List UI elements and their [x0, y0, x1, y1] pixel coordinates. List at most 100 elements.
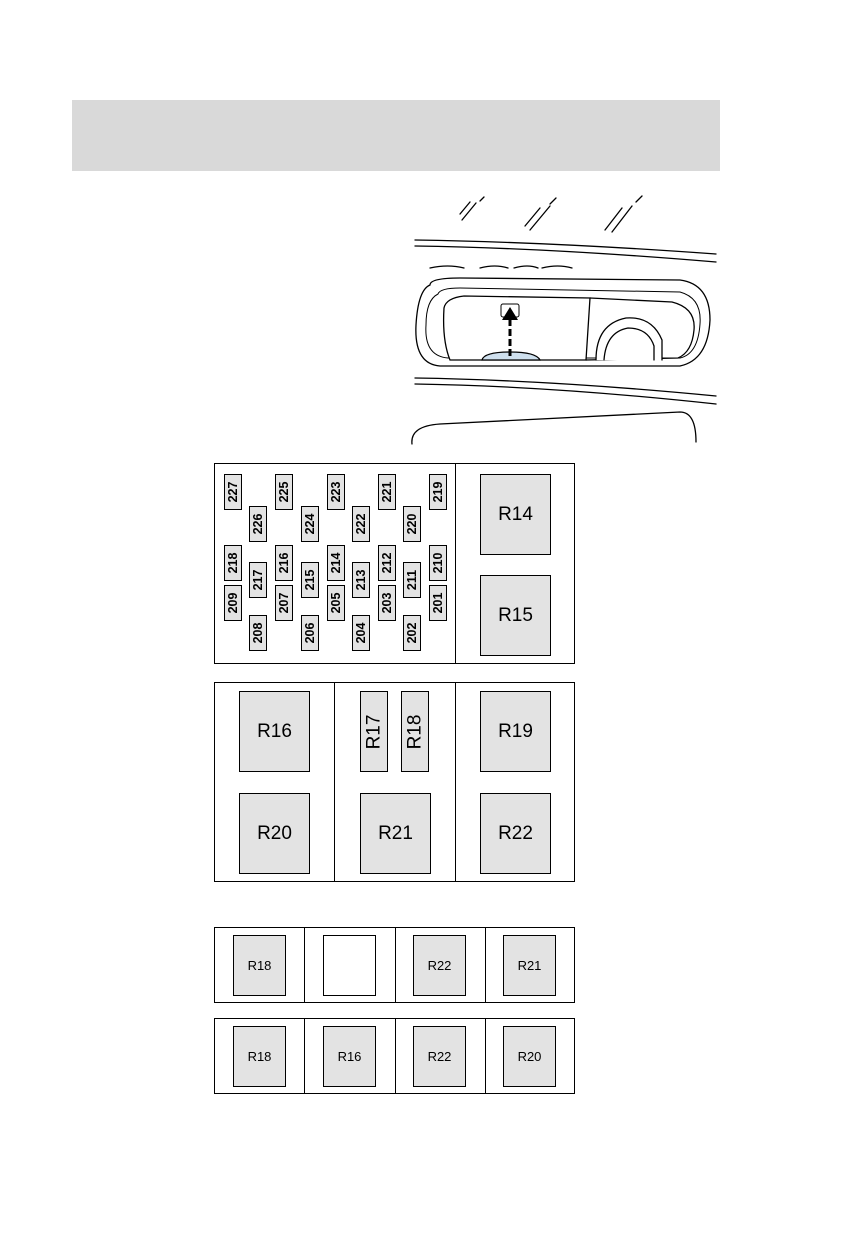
fuse-label: 208	[250, 622, 265, 644]
fuse-218: 218	[224, 545, 242, 581]
relay-r20: R20	[239, 793, 310, 874]
seat-outline	[411, 411, 697, 445]
roof-line	[414, 239, 717, 255]
relay-r19: R19	[480, 691, 551, 772]
fuse-213: 213	[352, 562, 370, 598]
roof-line	[414, 245, 717, 263]
relay-label: R18	[247, 958, 272, 973]
relay-r21-strip1: R21	[503, 935, 556, 996]
relay-r16-strip2: R16	[323, 1026, 376, 1087]
relay-panel: R16 R17 R18 R19 R20 R21 R22	[214, 682, 575, 882]
fuse-label: 212	[379, 552, 394, 574]
vent-slot	[429, 265, 573, 269]
fuse-label: 202	[404, 622, 419, 644]
relay-label: R14	[498, 503, 533, 525]
fuse-220: 220	[403, 506, 421, 542]
relay-label: R18	[247, 1049, 272, 1064]
relay-r20-strip2: R20	[503, 1026, 556, 1087]
fuse-206: 206	[301, 615, 319, 651]
glass-line	[604, 195, 643, 233]
relay-label: R19	[498, 720, 533, 742]
relay-panel-divider	[334, 683, 335, 881]
relay-label: R22	[498, 822, 533, 844]
arrow-up-icon	[500, 303, 520, 356]
fuse-label: 209	[225, 592, 240, 614]
relay-r21: R21	[360, 793, 431, 874]
lens-panel-right	[585, 297, 695, 361]
relay-label: R16	[337, 1049, 362, 1064]
relay-label: R17	[363, 714, 385, 749]
fuse-label: 225	[276, 481, 291, 503]
fuse-label: 211	[404, 569, 419, 591]
fuse-210: 210	[429, 545, 447, 581]
fuse-202: 202	[403, 615, 421, 651]
fuse-204: 204	[352, 615, 370, 651]
relay-strip-2: R18 R16 R22 R20	[214, 1018, 575, 1094]
fuse-label: 207	[276, 592, 291, 614]
fuse-219: 219	[429, 474, 447, 510]
console-edge	[414, 383, 717, 405]
fuse-224: 224	[301, 506, 319, 542]
fuse-205: 205	[327, 585, 345, 621]
relay-label: R15	[498, 604, 533, 626]
fuse-label: 216	[276, 552, 291, 574]
relay-r18: R18	[401, 691, 429, 772]
fuse-203: 203	[378, 585, 396, 621]
glass-line	[459, 196, 485, 221]
relay-r14: R14	[480, 474, 551, 555]
fuse-label: 213	[353, 569, 368, 591]
fuse-227: 227	[224, 474, 242, 510]
fuse-212: 212	[378, 545, 396, 581]
fuse-label: 224	[302, 513, 317, 535]
relay-label: R22	[427, 1049, 452, 1064]
fuse-panel: 227 226 225 224 223 222 221 220 219 218 217 216 215 2…	[214, 463, 575, 664]
relay-r18-strip2: R18	[233, 1026, 286, 1087]
fuse-label: 205	[328, 592, 343, 614]
fuse-221: 221	[378, 474, 396, 510]
strip-divider	[485, 928, 486, 1002]
fuse-label: 219	[430, 481, 445, 503]
overhead-console-icon	[411, 195, 717, 445]
relay-label: R20	[517, 1049, 542, 1064]
fuse-label: 215	[302, 569, 317, 591]
fuse-223: 223	[327, 474, 345, 510]
fuse-201: 201	[429, 585, 447, 621]
fuse-label: 210	[430, 552, 445, 574]
strip-divider	[485, 1019, 486, 1093]
relay-label: R18	[404, 714, 426, 749]
fuse-label: 227	[225, 481, 240, 503]
console-outer	[415, 277, 711, 367]
fuse-label: 201	[430, 592, 445, 614]
fuse-207: 207	[275, 585, 293, 621]
fuse-label: 214	[328, 552, 343, 574]
strip-divider	[395, 928, 396, 1002]
relay-strip-1: R18 R22 R21	[214, 927, 575, 1003]
fuse-211: 211	[403, 562, 421, 598]
relay-label: R20	[257, 822, 292, 844]
relay-r18-strip1: R18	[233, 935, 286, 996]
console-edge	[414, 377, 717, 397]
round-switch	[595, 317, 663, 361]
strip-divider	[304, 928, 305, 1002]
relay-empty-slot	[323, 935, 376, 996]
fuse-216: 216	[275, 545, 293, 581]
fuse-label: 204	[353, 622, 368, 644]
fuse-226: 226	[249, 506, 267, 542]
relay-label: R16	[257, 720, 292, 742]
fuse-208: 208	[249, 615, 267, 651]
relay-r17: R17	[360, 691, 388, 772]
strip-divider	[395, 1019, 396, 1093]
fuse-label: 222	[353, 513, 368, 535]
fuse-209: 209	[224, 585, 242, 621]
header-bar	[72, 100, 720, 171]
fuse-215: 215	[301, 562, 319, 598]
console-inner	[425, 287, 701, 359]
relay-label: R21	[517, 958, 542, 973]
glass-line	[524, 197, 557, 231]
fuse-label: 221	[379, 481, 394, 503]
relay-label: R22	[427, 958, 452, 973]
fuse-label: 206	[302, 622, 317, 644]
fuse-217: 217	[249, 562, 267, 598]
relay-r22: R22	[480, 793, 551, 874]
relay-panel-divider	[455, 683, 456, 881]
